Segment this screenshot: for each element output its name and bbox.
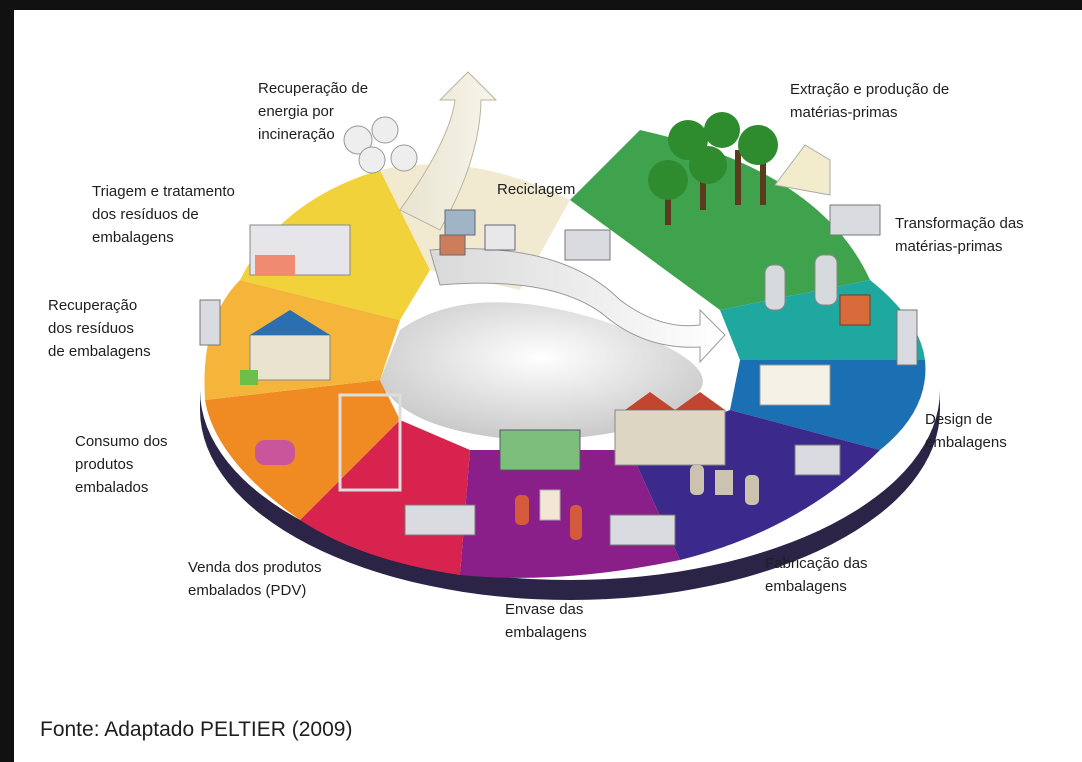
label-line: embalagens bbox=[925, 431, 1007, 454]
label-line: Transformação das bbox=[895, 212, 1024, 235]
label-line: Reciclagem bbox=[497, 178, 575, 201]
label-line: embalados bbox=[75, 476, 168, 499]
label-design: Design de embalagens bbox=[925, 408, 1007, 454]
label-line: incineração bbox=[258, 123, 368, 146]
label-line: Fabricação das bbox=[765, 552, 868, 575]
label-extracao: Extração e produção de matérias-primas bbox=[790, 78, 949, 124]
label-line: embalagens bbox=[505, 621, 587, 644]
label-line: Extração e produção de bbox=[790, 78, 949, 101]
label-line: matérias-primas bbox=[790, 101, 949, 124]
label-transformacao: Transformação das matérias-primas bbox=[895, 212, 1024, 258]
label-line: dos resíduos de bbox=[92, 203, 235, 226]
label-line: matérias-primas bbox=[895, 235, 1024, 258]
label-line: embalados (PDV) bbox=[188, 579, 321, 602]
label-reciclagem: Reciclagem bbox=[497, 178, 575, 201]
label-fabricacao: Fabricação das embalagens bbox=[765, 552, 868, 598]
label-line: embalagens bbox=[765, 575, 868, 598]
label-line: embalagens bbox=[92, 226, 235, 249]
label-consumo: Consumo dos produtos embalados bbox=[75, 430, 168, 499]
label-line: produtos bbox=[75, 453, 168, 476]
label-line: Consumo dos bbox=[75, 430, 168, 453]
label-energia: Recuperação de energia por incineração bbox=[258, 77, 368, 146]
label-line: Envase das bbox=[505, 598, 587, 621]
label-line: Triagem e tratamento bbox=[92, 180, 235, 203]
label-line: de embalagens bbox=[48, 340, 151, 363]
label-line: Venda dos produtos bbox=[188, 556, 321, 579]
label-line: Recuperação de bbox=[258, 77, 368, 100]
label-venda: Venda dos produtos embalados (PDV) bbox=[188, 556, 321, 602]
label-line: Design de bbox=[925, 408, 1007, 431]
label-triagem: Triagem e tratamento dos resíduos de emb… bbox=[92, 180, 235, 249]
label-recuperacao: Recuperação dos resíduos de embalagens bbox=[48, 294, 151, 363]
label-line: energia por bbox=[258, 100, 368, 123]
label-line: dos resíduos bbox=[48, 317, 151, 340]
label-line: Recuperação bbox=[48, 294, 151, 317]
label-envase: Envase das embalagens bbox=[505, 598, 587, 644]
source-caption: Fonte: Adaptado PELTIER (2009) bbox=[40, 718, 352, 742]
